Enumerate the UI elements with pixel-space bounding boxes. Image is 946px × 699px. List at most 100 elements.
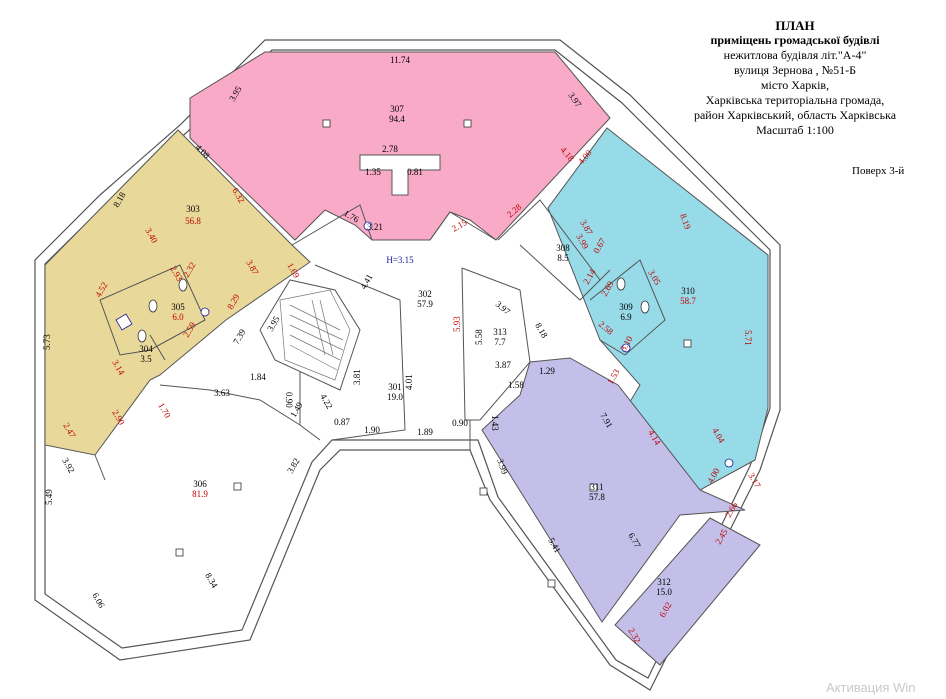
light-icon bbox=[589, 483, 598, 492]
light-icon bbox=[479, 487, 488, 496]
dimension-label: 5.93 bbox=[452, 316, 462, 332]
room-311-number: 311 bbox=[590, 482, 603, 492]
dimension-label: 3.21 bbox=[367, 222, 383, 232]
toilet-icon bbox=[640, 300, 650, 314]
dimension-label: 7.39 bbox=[231, 327, 248, 346]
dimension-label: 1.90 bbox=[364, 425, 380, 435]
room-303-fill bbox=[44, 129, 311, 456]
title-block: ПЛАН приміщень громадської будівлі нежит… bbox=[690, 18, 900, 138]
dimension-label: 3.97 bbox=[494, 299, 513, 317]
dimension-label: 1.89 bbox=[417, 427, 433, 437]
room-311-area: 57.8 bbox=[589, 492, 605, 502]
dimension-label: 5.58 bbox=[474, 329, 484, 345]
room-304-area: 3.5 bbox=[140, 354, 152, 364]
room-303-number: 303 bbox=[186, 204, 200, 214]
dimension-label: 5.49 bbox=[44, 489, 54, 505]
dimension-label: 4.01 bbox=[404, 374, 414, 390]
dimension-label: 3.17 bbox=[746, 471, 763, 490]
room-308-number: 308 bbox=[556, 243, 570, 253]
dimension-label: 11.74 bbox=[390, 55, 410, 65]
plan-region: район Харківський, область Харківська bbox=[693, 108, 897, 122]
light-icon bbox=[547, 579, 556, 588]
staircase bbox=[279, 289, 351, 381]
dimension-label: 8.34 bbox=[203, 571, 220, 590]
room-305-number: 305 bbox=[171, 302, 185, 312]
room-307-number: 307 bbox=[390, 104, 404, 114]
room-309-area: 6.9 bbox=[620, 312, 632, 322]
outlet-icon bbox=[621, 343, 631, 353]
room-312-fill bbox=[614, 517, 761, 666]
dimension-label: 1.53 bbox=[605, 367, 622, 386]
plan-title: ПЛАН bbox=[775, 18, 815, 33]
t-column bbox=[359, 154, 441, 196]
dimension-label: 2.78 bbox=[382, 144, 398, 154]
room-301-number: 301 bbox=[388, 382, 402, 392]
light-icon bbox=[233, 482, 242, 491]
dimension-label: 8.18 bbox=[533, 321, 550, 340]
dimension-label: 1.70 bbox=[156, 401, 173, 420]
room-305-area: 6.0 bbox=[172, 312, 184, 322]
outlet-icon bbox=[200, 307, 210, 317]
room-301-area: 19.0 bbox=[387, 392, 403, 402]
room-306-area: 81.9 bbox=[192, 489, 208, 499]
plan-community: Харківська територіальна громада, bbox=[705, 93, 885, 107]
room-312-number: 312 bbox=[657, 577, 671, 587]
dimension-label: 1.29 bbox=[539, 366, 555, 376]
floor-label: Поверх 3-й bbox=[852, 165, 905, 177]
windows-activation-watermark: Активация Win bbox=[826, 680, 916, 695]
dimension-label: 3.81 bbox=[352, 369, 362, 385]
dimension-label: 0.90 bbox=[452, 418, 468, 428]
room-303-area: 56.8 bbox=[185, 216, 201, 226]
room-310-number: 310 bbox=[681, 286, 695, 296]
outlet-icon bbox=[724, 458, 734, 468]
room-306-number: 306 bbox=[193, 479, 207, 489]
dimension-label: 4.22 bbox=[318, 392, 335, 411]
dimension-label: 3.87 bbox=[495, 360, 511, 370]
room-302-number: 302 bbox=[418, 289, 432, 299]
room-312-area: 15.0 bbox=[656, 587, 672, 597]
room-313-number: 313 bbox=[493, 327, 507, 337]
plan-subtitle-1: приміщень громадської будівлі bbox=[710, 33, 880, 47]
plan-subtitle-2: нежитлова будівля літ."А-4" bbox=[723, 48, 867, 62]
room-302-area: 57.9 bbox=[417, 299, 433, 309]
dimension-label: 3.82 bbox=[285, 456, 302, 475]
outlet-icon bbox=[363, 221, 373, 231]
dimension-label: 5.71 bbox=[743, 330, 753, 346]
room-313-area: 7.7 bbox=[494, 337, 506, 347]
light-icon bbox=[175, 548, 184, 557]
room-311-fill bbox=[481, 357, 746, 623]
sink-icon bbox=[115, 313, 133, 331]
dimension-label: 5.73 bbox=[42, 334, 52, 350]
fixture-icons bbox=[115, 119, 734, 588]
toilet-icon bbox=[178, 278, 188, 292]
dimension-label: 1.58 bbox=[508, 380, 524, 390]
dimension-label: 0.81 bbox=[407, 167, 423, 177]
toilet-icon bbox=[616, 277, 626, 291]
ceiling-height-label: H=3.15 bbox=[386, 255, 414, 265]
toilet-icon bbox=[148, 299, 158, 313]
light-icon bbox=[683, 339, 692, 348]
dimension-label: 0.87 bbox=[334, 417, 350, 427]
plan-city: місто Харків, bbox=[760, 78, 830, 92]
dimension-label: 6.06 bbox=[90, 591, 107, 610]
plan-address: вулиця Зернова , №51-Б bbox=[733, 63, 856, 77]
room-307-area: 94.4 bbox=[389, 114, 405, 124]
room-308-area: 8.5 bbox=[557, 253, 569, 263]
room-309-number: 309 bbox=[619, 302, 633, 312]
room-310-area: 58.7 bbox=[680, 296, 696, 306]
dimension-label: 1.43 bbox=[490, 415, 500, 431]
interior-walls bbox=[94, 199, 666, 481]
dimension-label: 2.15 bbox=[450, 217, 469, 234]
room-labels: 301 19.0 302 57.9 303 56.8 304 3.5 305 6… bbox=[139, 104, 696, 597]
light-icon bbox=[463, 119, 472, 128]
dimension-label: 3.92 bbox=[60, 456, 77, 475]
toilet-icon bbox=[137, 329, 147, 343]
room-304-number: 304 bbox=[139, 344, 153, 354]
dimension-label: 1.35 bbox=[365, 167, 381, 177]
dimension-label: 3.63 bbox=[214, 388, 230, 398]
plan-scale: Масштаб 1:100 bbox=[756, 123, 834, 137]
dimension-label: 1.84 bbox=[250, 372, 266, 382]
dimension-label: 0.90 bbox=[284, 392, 294, 408]
light-icon bbox=[322, 119, 331, 128]
